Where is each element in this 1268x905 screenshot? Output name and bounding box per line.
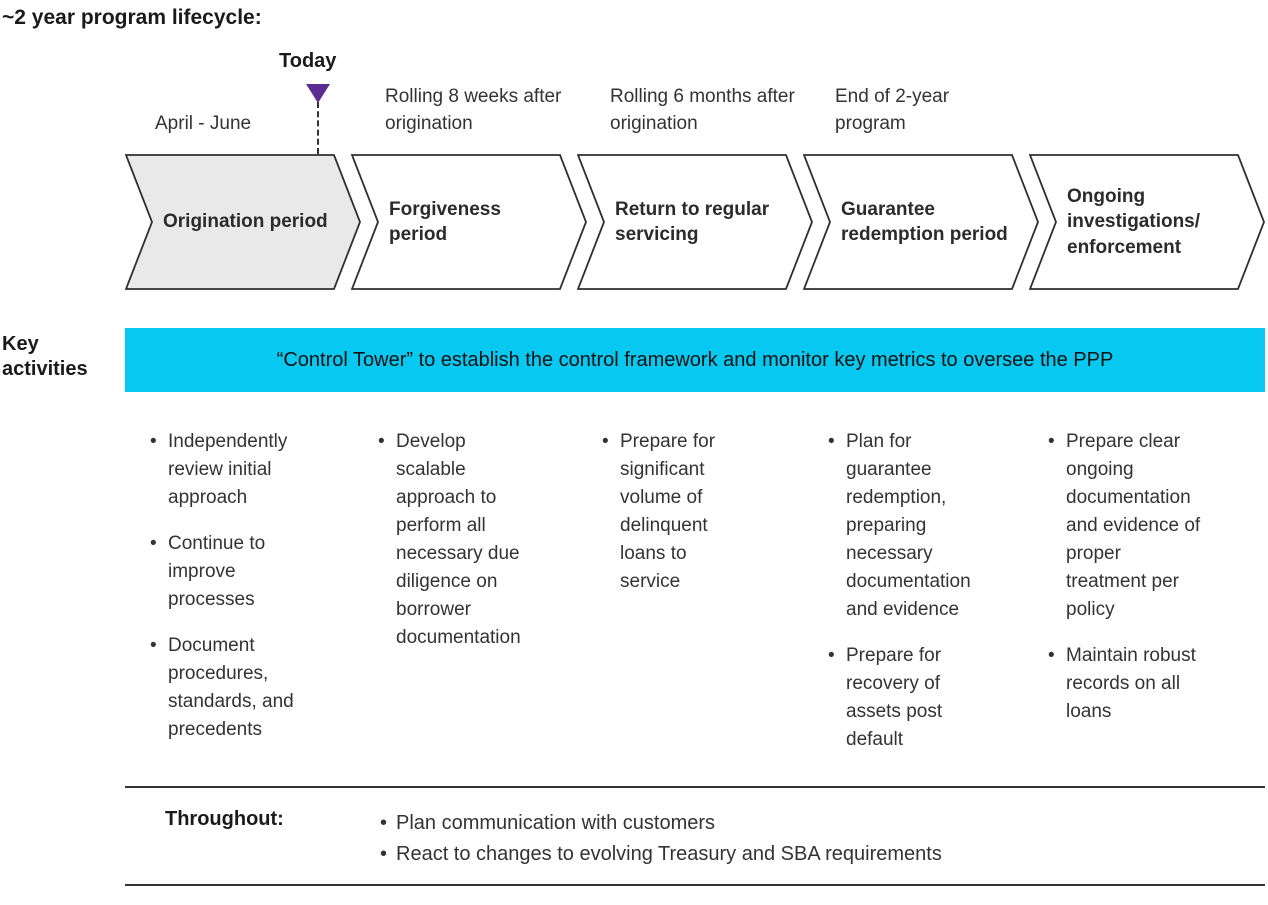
activity-text: Prepare for recovery of assets post defa… (846, 645, 943, 750)
chevron-shape (1029, 154, 1265, 290)
throughout-section: Throughout: • Plan communication with cus… (125, 786, 1265, 886)
phase-label: Origination period (163, 211, 328, 233)
milestone-origination: April - June (155, 113, 252, 134)
activity-text: Independently review initial approach (168, 431, 288, 508)
activities-column-regular-servicing: • Prepare for significant volume of delin… (602, 428, 734, 614)
throughout-item-text: Plan communication with customers (396, 812, 716, 834)
today-dashed-line (317, 102, 319, 154)
phase-chevron-regular-servicing: Return to regular servicing (577, 154, 813, 290)
list-item: • Maintain robust records on all loans (1048, 642, 1206, 726)
throughout-label: Throughout: (165, 808, 284, 830)
phase-label: Guarantee redemption period (841, 198, 1008, 245)
list-item: • Develop scalable approach to perform al… (378, 428, 530, 652)
list-item: • Prepare clear ongoing documentation and… (1048, 428, 1206, 624)
today-marker-icon (306, 84, 330, 103)
activities-column-origination: • Independently review initial approach • C… (150, 428, 308, 762)
bullet-icon: • (602, 431, 609, 452)
bullet-icon: • (380, 843, 388, 865)
bullet-icon: • (378, 431, 385, 452)
phase-label: Return to regular servicing (615, 198, 770, 245)
milestone-regular-servicing: Rolling 6 months after origination (610, 86, 795, 134)
today-label: Today (279, 50, 337, 72)
phase-label: Ongoing investigations/ enforcement (1067, 186, 1201, 258)
key-activities-label: Key activities (2, 333, 88, 380)
bullet-icon: • (150, 635, 157, 656)
list-item: • Plan for guarantee redemption, preparin… (828, 428, 990, 624)
phase-label: Forgiveness period (389, 198, 501, 245)
activity-text: Prepare for significant volume of delinq… (620, 431, 716, 592)
list-item: • Prepare for recovery of assets post def… (828, 642, 990, 754)
list-item: • Plan communication with customers (380, 808, 942, 839)
page-title: ~2 year program lifecycle: (2, 6, 262, 29)
list-item: • Document procedures, standards, and pre… (150, 632, 308, 744)
list-item: • Prepare for significant volume of delin… (602, 428, 734, 596)
throughout-list: • Plan communication with customers • React… (380, 808, 942, 884)
activities-column-forgiveness: • Develop scalable approach to perform al… (378, 428, 530, 670)
milestone-guarantee-redemption: End of 2-year program (835, 86, 950, 134)
list-item: • Continue to improve processes (150, 530, 308, 614)
list-item: • Independently review initial approach (150, 428, 308, 512)
throughout-item-text: React to changes to evolving Treasury an… (396, 843, 942, 865)
activity-text: Plan for guarantee redemption, preparing… (846, 431, 971, 620)
bullet-icon: • (828, 431, 835, 452)
bullet-icon: • (828, 645, 835, 666)
chevron-shape (803, 154, 1039, 290)
phase-chevron-origination: Origination period (125, 154, 361, 290)
bullet-icon: • (380, 812, 388, 834)
phase-chevron-guarantee-redemption: Guarantee redemption period (803, 154, 1039, 290)
chevron-shape (351, 154, 587, 290)
activities-column-investigations: • Prepare clear ongoing documentation and… (1048, 428, 1206, 744)
activity-text: Develop scalable approach to perform all… (396, 431, 521, 648)
bullet-icon: • (1048, 431, 1055, 452)
bullet-icon: • (1048, 645, 1055, 666)
activity-text: Document procedures, standards, and prec… (168, 635, 294, 740)
milestone-forgiveness: Rolling 8 weeks after origination (385, 86, 562, 134)
activity-text: Prepare clear ongoing documentation and … (1066, 431, 1201, 620)
bullet-icon: • (150, 431, 157, 452)
control-tower-banner: “Control Tower” to establish the control… (125, 328, 1265, 392)
phase-chevron-investigations: Ongoing investigations/ enforcement (1029, 154, 1265, 290)
activity-text: Continue to improve processes (168, 533, 266, 610)
activities-column-guarantee-redemption: • Plan for guarantee redemption, preparin… (828, 428, 990, 772)
activity-text: Maintain robust records on all loans (1066, 645, 1196, 722)
list-item: • React to changes to evolving Treasury a… (380, 839, 942, 870)
bullet-icon: • (150, 533, 157, 554)
phase-chevron-forgiveness: Forgiveness period (351, 154, 587, 290)
chevron-shape (125, 154, 361, 290)
chevron-shape (577, 154, 813, 290)
